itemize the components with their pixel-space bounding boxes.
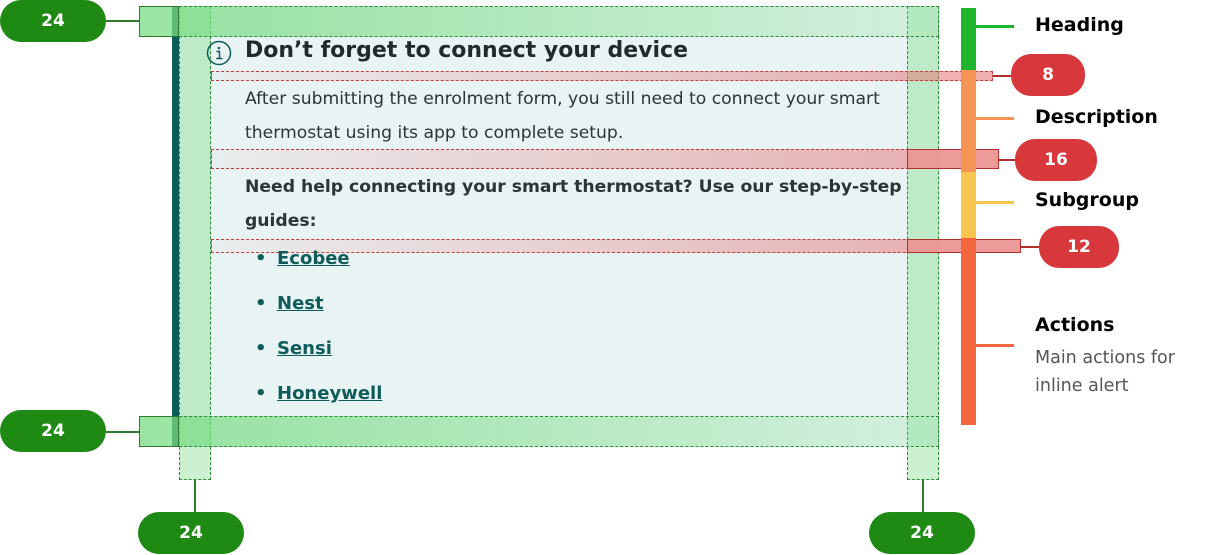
legend-actions: Actions bbox=[1035, 314, 1115, 336]
gap-description-subgroup bbox=[211, 149, 999, 169]
padding-bottom-leader bbox=[106, 431, 139, 433]
gap-12-leader bbox=[1021, 246, 1039, 248]
padding-bottom-label: 24 bbox=[0, 410, 106, 452]
alert-subgroup: Need help connecting your smart thermost… bbox=[245, 177, 902, 231]
link-honeywell[interactable]: Honeywell bbox=[277, 383, 383, 404]
legend-subgroup: Subgroup bbox=[1035, 189, 1139, 211]
padding-left-guide bbox=[179, 6, 211, 480]
padding-top-anchor bbox=[139, 6, 179, 37]
alert-accent-border bbox=[172, 6, 179, 446]
gap-subgroup-actions-label: 12 bbox=[1039, 226, 1119, 268]
legend-tick-heading bbox=[976, 25, 1014, 28]
alert-description: After submitting the enrolment form, you… bbox=[245, 89, 880, 143]
guide-links: •Ecobee •Nest •Sensi •Honeywell bbox=[255, 248, 382, 428]
list-item: •Ecobee bbox=[255, 248, 350, 269]
padding-bottom-anchor bbox=[139, 416, 179, 447]
padding-bottom-guide bbox=[139, 416, 939, 447]
gap-heading-description-label: 8 bbox=[1011, 54, 1085, 96]
padding-left-label: 24 bbox=[138, 512, 244, 554]
info-icon bbox=[206, 40, 232, 66]
gap-description-subgroup-cap bbox=[907, 149, 999, 169]
padding-left-leader bbox=[194, 480, 196, 512]
legend-tick-description bbox=[976, 117, 1014, 120]
gap-16-leader bbox=[999, 159, 1015, 161]
legend-heading: Heading bbox=[1035, 14, 1124, 36]
list-item: •Sensi bbox=[255, 338, 332, 359]
legend-bar-subgroup bbox=[961, 172, 976, 238]
link-ecobee[interactable]: Ecobee bbox=[277, 248, 350, 269]
legend-bar-heading bbox=[961, 8, 976, 70]
gap-description-subgroup-label: 16 bbox=[1015, 139, 1097, 181]
legend-tick-subgroup bbox=[976, 201, 1014, 204]
padding-right-leader bbox=[922, 480, 924, 512]
legend-description: Description bbox=[1035, 106, 1158, 128]
alert-heading: Don’t forget to connect your device bbox=[245, 38, 688, 63]
legend-actions-note: Main actions for inline alert bbox=[1035, 348, 1175, 396]
padding-right-label: 24 bbox=[869, 512, 975, 554]
link-sensi[interactable]: Sensi bbox=[277, 338, 332, 359]
legend-bar-description bbox=[961, 70, 976, 172]
list-item: •Nest bbox=[255, 293, 324, 314]
gap-8-leader bbox=[993, 75, 1011, 77]
padding-top-label: 24 bbox=[0, 0, 106, 42]
gap-heading-description bbox=[211, 71, 993, 81]
legend-tick-actions bbox=[976, 344, 1014, 347]
list-item: •Honeywell bbox=[255, 383, 383, 404]
legend-bar-actions bbox=[961, 238, 976, 425]
padding-top-leader bbox=[106, 20, 139, 22]
link-nest[interactable]: Nest bbox=[277, 293, 324, 314]
padding-top-guide bbox=[139, 6, 939, 37]
